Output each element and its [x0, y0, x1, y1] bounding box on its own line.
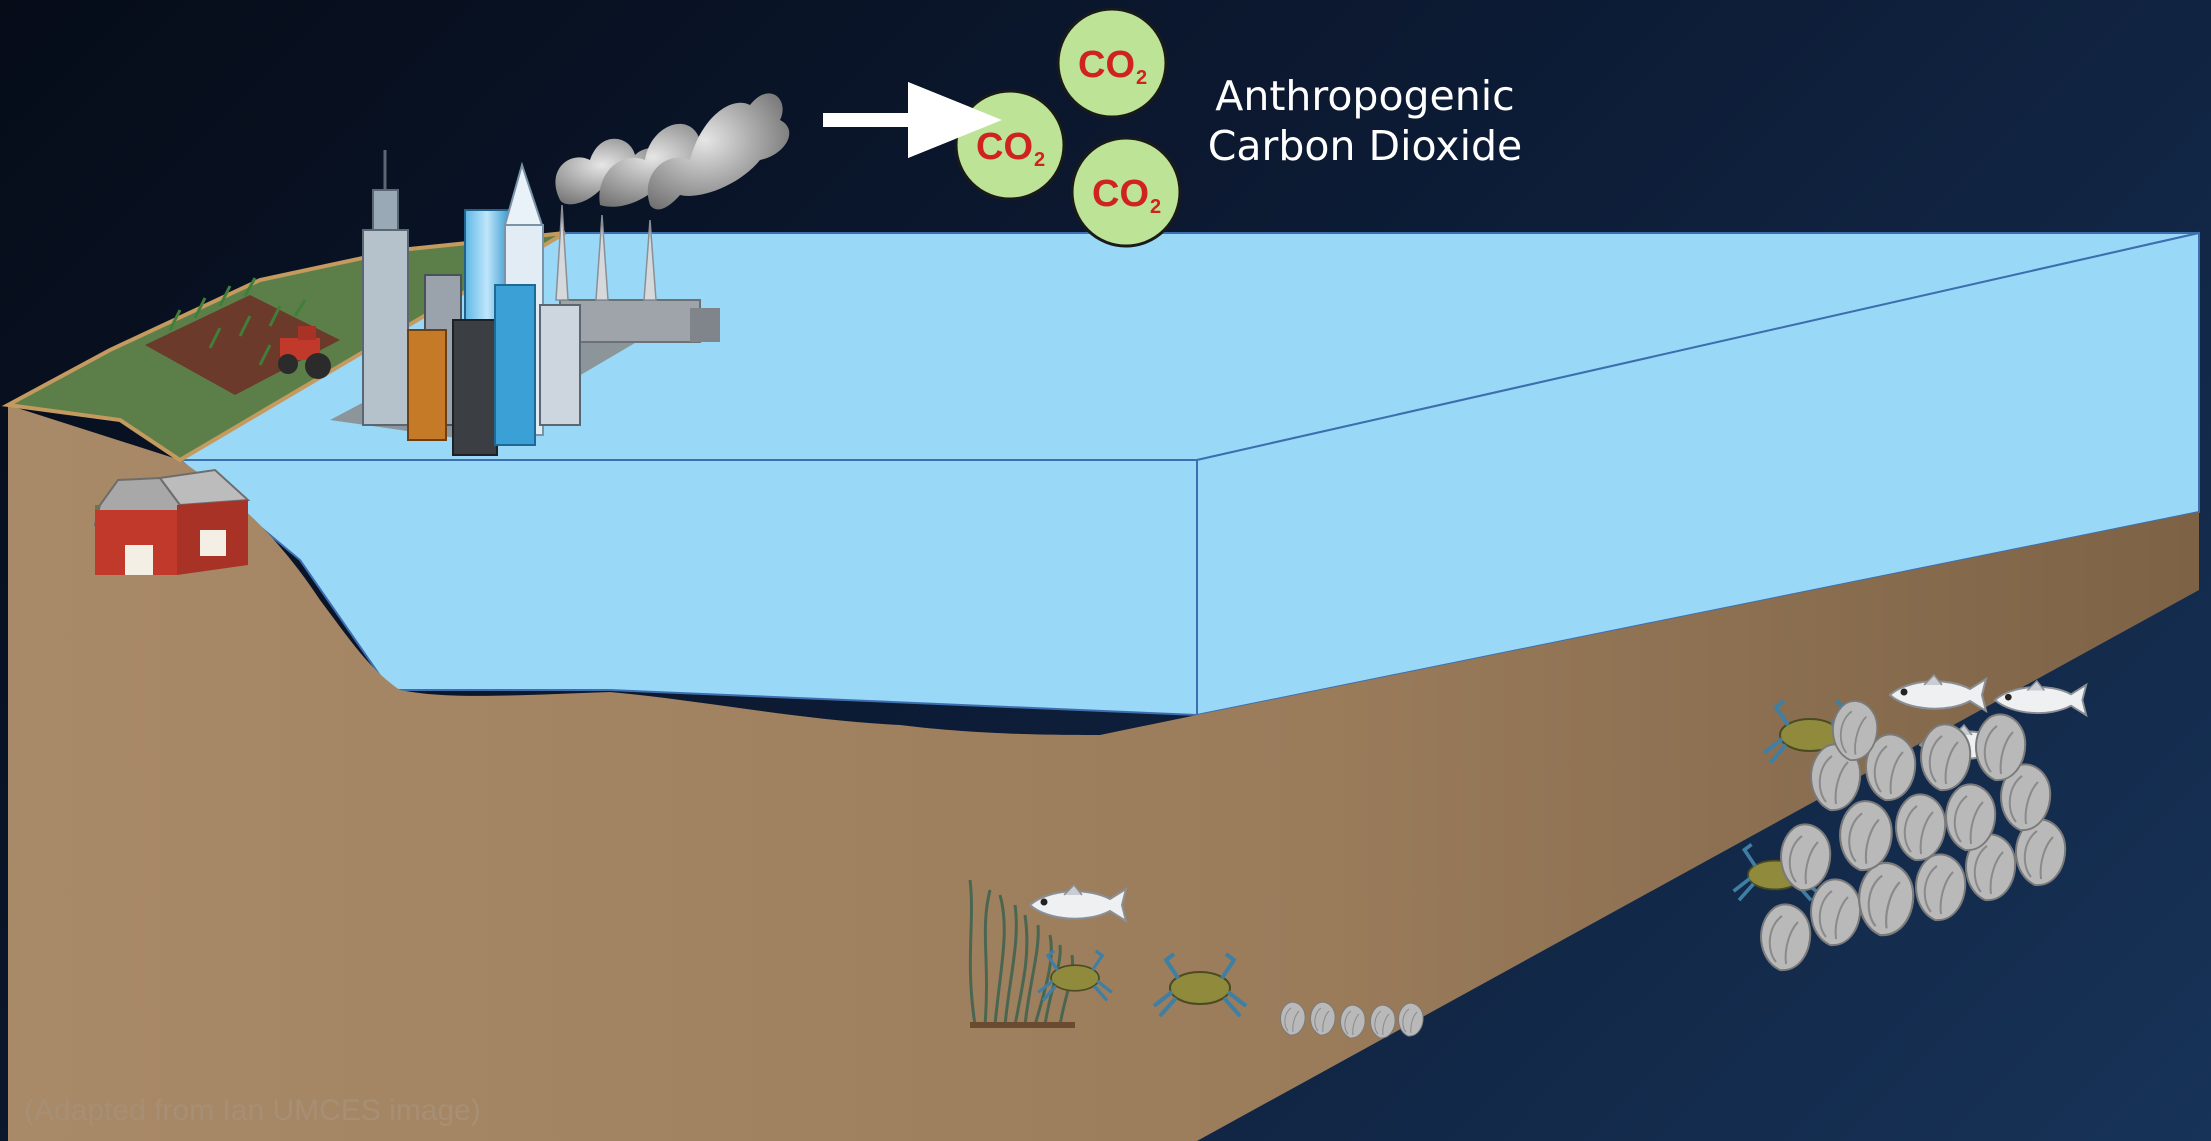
tractor-icon: [278, 326, 331, 379]
image-credit: (Adapted from Ian UMCES image): [24, 1094, 481, 1127]
factory-icon: [555, 204, 720, 343]
co2-label: CO: [1078, 44, 1135, 86]
co2-label: CO: [976, 126, 1033, 168]
farm-field: [145, 277, 340, 395]
seabed-cross-section: [8, 405, 2199, 1141]
co2-molecule: CO 2: [1056, 7, 1168, 119]
caption-line-1: Anthropogenic: [1215, 72, 1514, 120]
barn-icon: [93, 468, 251, 575]
seagrass-icon: [968, 879, 1075, 1028]
co2-subscript: 2: [1034, 149, 1045, 171]
co2-label: CO: [1092, 173, 1149, 215]
arrow-head: [908, 82, 1002, 158]
caption-line-2: Carbon Dioxide: [1208, 122, 1522, 170]
co2-subscript: 2: [1150, 196, 1161, 218]
co2-molecule: CO 2: [1070, 136, 1182, 248]
smoke-icon: [555, 93, 790, 210]
co2-molecule: CO 2: [954, 89, 1066, 201]
co2-subscript: 2: [1136, 67, 1147, 89]
skyscraper-icon: [362, 150, 581, 456]
